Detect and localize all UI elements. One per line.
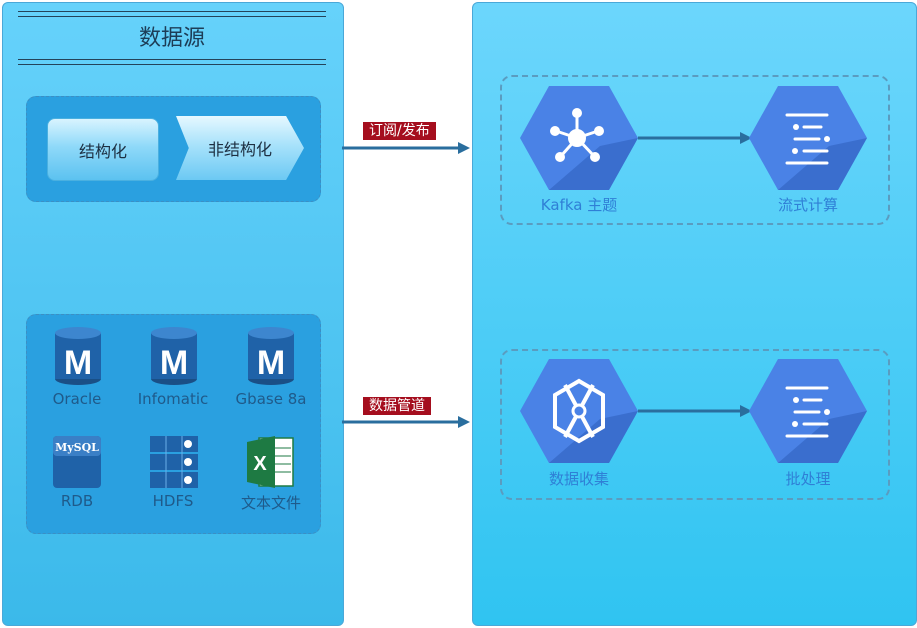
mysql-icon: MySQL: [53, 436, 101, 488]
arrow-stream-icon: [638, 132, 752, 144]
streaming-group: [500, 75, 890, 225]
stream-compute-icon: [749, 86, 867, 190]
batch-group: [500, 349, 890, 500]
source-label-infomatic: Infomatic: [137, 390, 209, 408]
source-label-text-file: 文本文件: [240, 494, 301, 512]
kafka-topic-label: Kafka 主题: [540, 196, 618, 214]
svg-text:M: M: [160, 344, 188, 382]
arrow-bottom-icon: [342, 416, 470, 428]
unstructured-button[interactable]: 非结构化: [176, 116, 304, 180]
structured-button[interactable]: 结构化: [47, 118, 159, 181]
svg-text:M: M: [257, 344, 285, 382]
kafka-topic-icon: [520, 86, 638, 190]
connector-label-subscribe: 订阅/发布: [363, 122, 436, 140]
database-m-icon: M: [248, 327, 294, 385]
connector-label-pipeline: 数据管道: [363, 397, 431, 415]
arrow-batch-icon: [638, 405, 752, 417]
title-divider-top: [18, 16, 326, 17]
database-m-icon: M: [151, 327, 197, 385]
source-label-hdfs: HDFS: [152, 492, 194, 510]
excel-icon: X: [247, 436, 294, 488]
panel-title: 数据源: [138, 26, 205, 51]
title-divider-top: [18, 11, 326, 12]
data-collection-icon: [520, 359, 638, 463]
svg-text:X: X: [253, 453, 267, 475]
source-label-gbase: Gbase 8a: [235, 390, 307, 408]
svg-text:M: M: [64, 344, 92, 382]
hdfs-rack-icon: [150, 436, 198, 488]
arrow-top-icon: [342, 142, 470, 154]
stream-compute-label: 流式计算: [777, 196, 838, 214]
source-label-oracle: Oracle: [52, 390, 102, 408]
title-divider-bottom: [18, 64, 326, 65]
data-collection-label: 数据收集: [548, 470, 609, 488]
svg-text:MySQL: MySQL: [55, 441, 99, 454]
database-m-icon: M: [55, 327, 101, 385]
batch-processing-icon: [749, 359, 867, 463]
source-label-rdb: RDB: [60, 492, 94, 510]
title-divider-bottom: [18, 59, 326, 60]
batch-processing-label: 批处理: [785, 470, 831, 488]
